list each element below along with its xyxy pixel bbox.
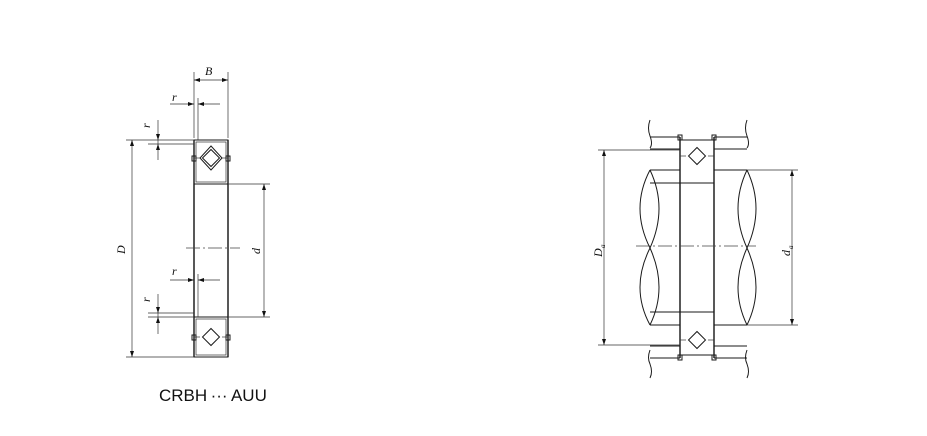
dim-label-Da: D a [591, 244, 607, 258]
top-ring-section [191, 139, 231, 185]
dim-label-da: d a [779, 245, 795, 256]
svg-text:a: a [599, 244, 607, 248]
svg-text:d: d [779, 249, 793, 256]
bottom-ring-section [191, 316, 231, 358]
dim-label-d: d [249, 247, 263, 254]
dim-label-B: B [205, 64, 213, 78]
dim-label-r-bottom-side: r [139, 297, 153, 302]
dim-label-D: D [114, 245, 128, 255]
mounted-bottom-ring-section [677, 311, 717, 361]
mounted-top-ring-section [677, 134, 717, 184]
model-caption: CRBH ··· AUU [159, 386, 267, 405]
right-view-mounting: D a d a [591, 119, 798, 379]
svg-text:a: a [787, 245, 795, 249]
dim-label-r-top-side: r [139, 123, 153, 128]
left-view-bearing-section: B r r D d r r [114, 64, 270, 358]
dim-label-r-top: r [172, 90, 177, 104]
svg-text:D: D [591, 248, 605, 258]
dim-label-r-bottom: r [172, 264, 177, 278]
